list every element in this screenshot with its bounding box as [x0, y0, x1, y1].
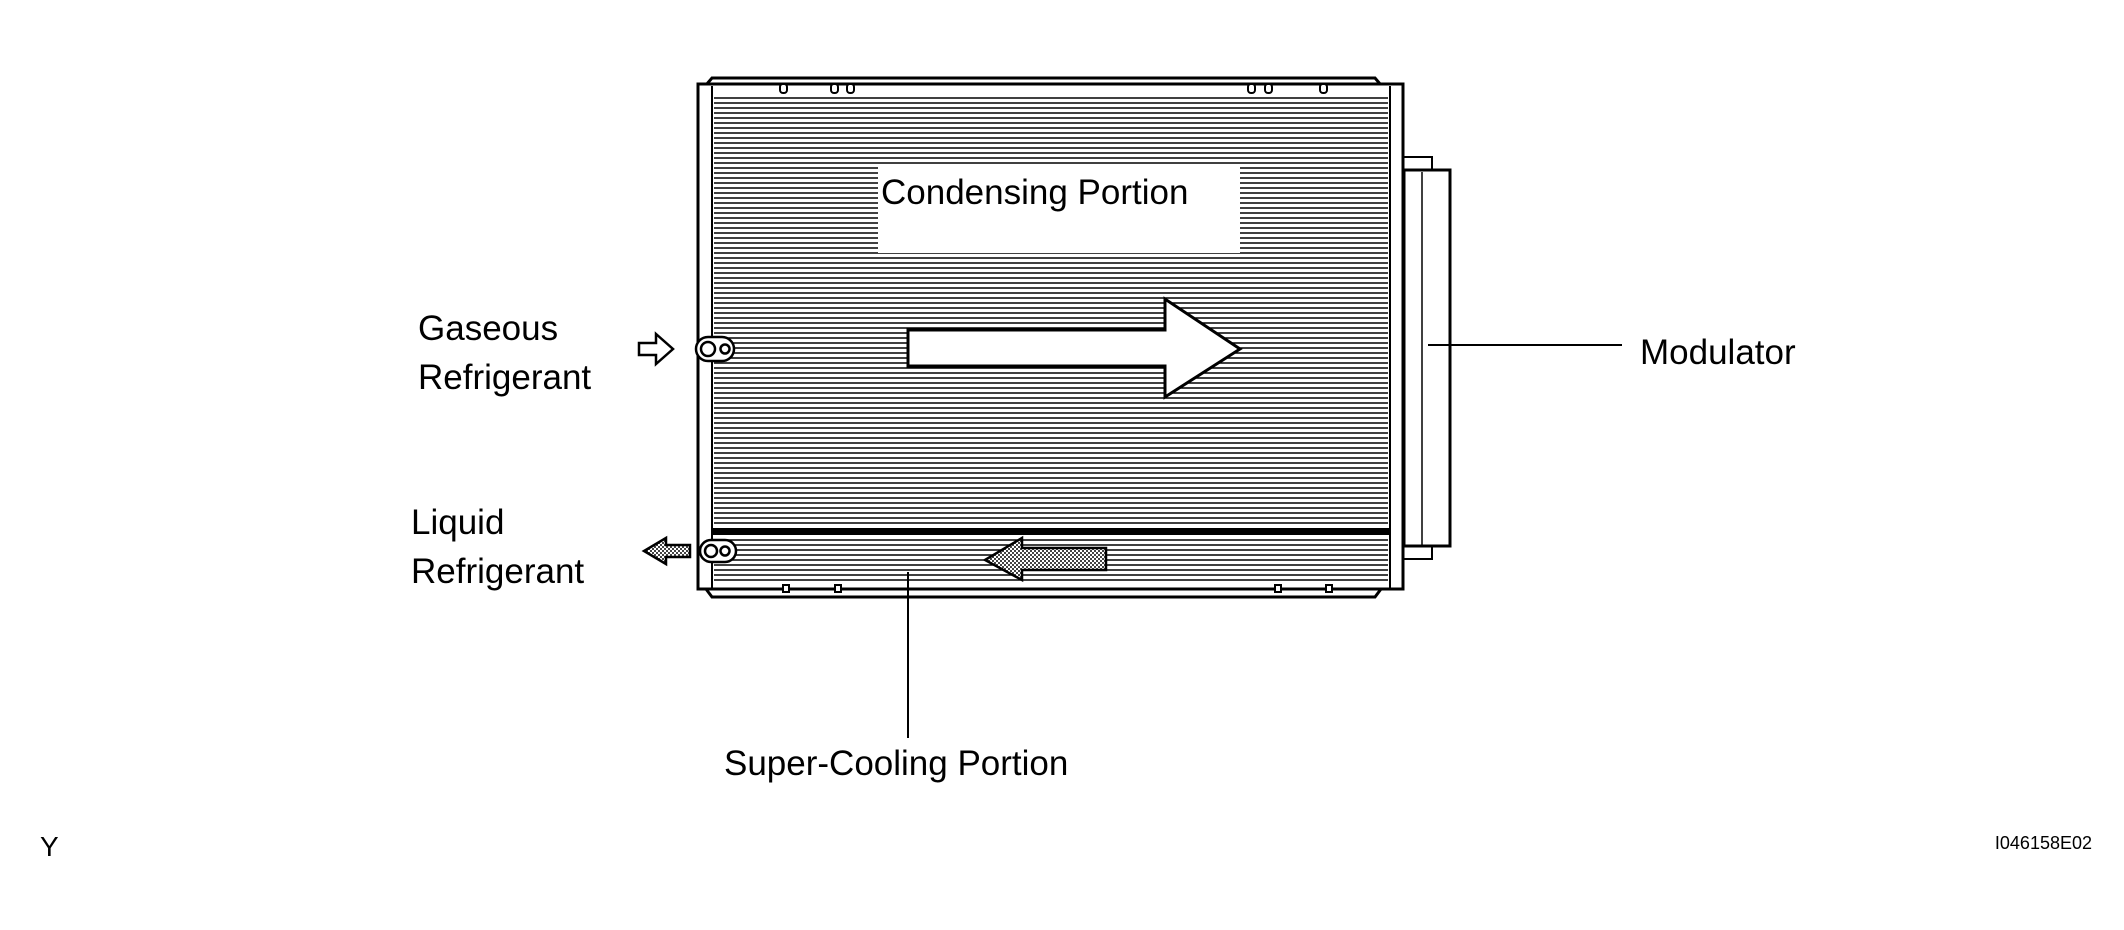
- liquid-refrigerant-label-line2: Refrigerant: [411, 552, 584, 591]
- corner-code-left: Y: [40, 831, 59, 862]
- gaseous-refrigerant-label-line2: Refrigerant: [418, 358, 591, 397]
- super-cooling-flow-arrow-icon: [982, 535, 1108, 583]
- gaseous-inlet-arrow-icon: [637, 331, 675, 367]
- condensing-label-background: [878, 167, 1240, 253]
- bottom-mount-holes: [782, 584, 1333, 593]
- figure-code: I046158E02: [1995, 833, 2092, 853]
- condensing-portion-label: Condensing Portion: [881, 173, 1188, 212]
- gaseous-refrigerant-label-line1: Gaseous: [418, 309, 558, 348]
- outlet-fitting: [698, 538, 738, 564]
- inlet-fitting: [694, 335, 736, 363]
- top-mount-holes: [779, 83, 1328, 94]
- liquid-refrigerant-label-line1: Liquid: [411, 503, 504, 542]
- liquid-outlet-arrow-icon: [641, 535, 692, 567]
- super-cooling-portion-label: Super-Cooling Portion: [724, 744, 1068, 783]
- modulator-label: Modulator: [1640, 333, 1796, 372]
- condenser-fins: [714, 97, 1388, 581]
- modulator: [1401, 156, 1452, 560]
- condensing-flow-arrow-icon: [906, 296, 1243, 400]
